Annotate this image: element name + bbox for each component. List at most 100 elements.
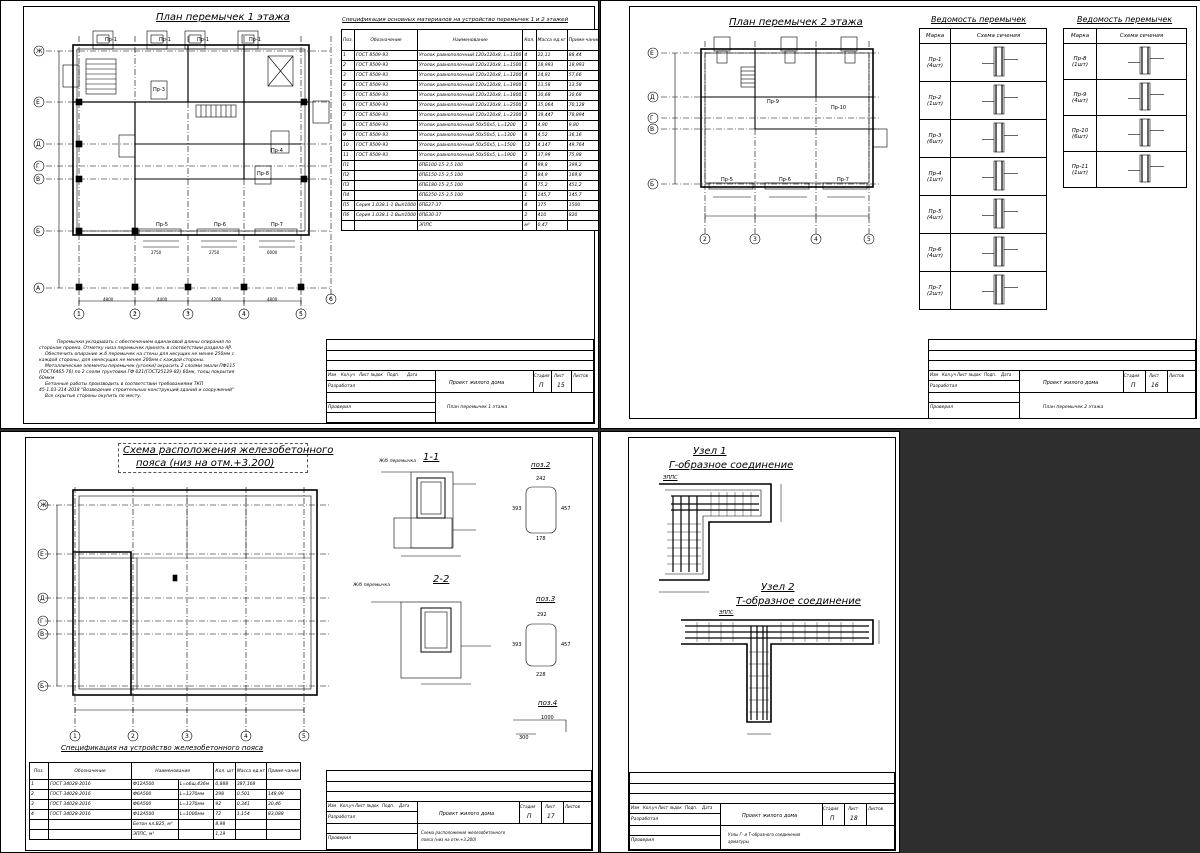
table-cell: 6ПБ27-37 [416, 200, 524, 211]
lintel-count: (4шт) [926, 252, 944, 259]
section-scheme-drawing [982, 198, 1018, 229]
table-cell: 2 [522, 210, 537, 221]
section-scheme-cell [1096, 115, 1187, 152]
table-cell: 0,501 [234, 789, 267, 800]
table-cell: П2 [341, 170, 355, 181]
table-cell: 375 [535, 200, 568, 211]
col-header: Кол. шт [213, 762, 236, 780]
table-cell: 18,993 [566, 60, 598, 71]
axis-label-e: Е [650, 50, 654, 57]
title-block: Изм Кол.уч Лист №док Подп. Дата Разработ… [928, 339, 1196, 419]
lintel-schedule-title-2: Ведомость перемычек [1077, 15, 1173, 24]
lintel-mark-cell: Пр-9(4шт) [1063, 79, 1097, 116]
epps-label: ЭППС [663, 475, 678, 481]
table-cell: 7 [341, 110, 355, 121]
col-header: Схема сечения [1096, 28, 1187, 44]
section-scheme-drawing [1128, 82, 1164, 111]
sheet-4-reinforcement-nodes: Узел 1 Г-образное соединение Узел 2 Т-об… [600, 431, 900, 853]
lintel-mark: Пр-11 [1071, 163, 1089, 170]
sheet-2-lintel-plan-floor-2: План перемычек 2 этажа [600, 0, 1200, 429]
lintel-mark: Пр-7 [928, 284, 942, 291]
table-cell: 2 [522, 110, 537, 121]
table-cell: ГОСТ 34028-2016 [48, 779, 132, 790]
lintel-schedule-table-1: Марка Схема сечения Пр-1(4шт)Пр-2(1шт)Пр… [919, 28, 1047, 310]
table-cell: 9,80 [566, 120, 598, 131]
table-cell: 13,58 [566, 80, 598, 91]
axis-label-2: 2 [703, 236, 707, 243]
table-cell: 4 [29, 809, 49, 820]
stamp-stage: П [1131, 382, 1136, 389]
table-cell: 10 [341, 140, 355, 151]
epps-label: ЭППС [719, 610, 734, 616]
lintel-mark: Пр-6 [928, 246, 942, 253]
table-cell: 298 [213, 789, 236, 800]
axis-label-e: Е [40, 551, 44, 558]
table-cell: 6 [341, 100, 355, 111]
stamp-sheet-name: Схема расположения железобетонного пояса… [421, 830, 506, 842]
plan-title-line-1: Схема расположения железобетонного [123, 445, 334, 456]
section-1-1-title: 1-1 [423, 452, 440, 463]
stamp-sheet-header: Лист [1149, 373, 1160, 378]
table-cell: Ф12А500 [131, 779, 179, 790]
table-cell: 18,993 [535, 60, 568, 71]
stamp-stage-header: Стадия [520, 804, 536, 809]
table-cell: 12 [522, 140, 537, 151]
stamp-col-label: Кол.уч [942, 372, 956, 377]
pos-4-label: поз.4 [538, 699, 558, 707]
table-cell: 84,9 [535, 170, 568, 181]
table-cell: 92 [213, 799, 236, 810]
table-cell: 49,764 [566, 140, 598, 151]
table-cell [177, 819, 215, 830]
node-1-subtitle: Г-образное соединение [669, 460, 794, 471]
table-cell: 3 [341, 70, 355, 81]
table-cell: 13,58 [535, 80, 568, 91]
table-cell: 70,128 [566, 100, 598, 111]
axis-label-d: Д [650, 94, 655, 101]
stamp-col-label: Дата [1001, 372, 1012, 377]
table-cell: 2 [29, 789, 49, 800]
stamp-sheet-name: Узлы Г- и Т-образного соединения арматур… [728, 832, 801, 844]
table-cell: ГОСТ 8509-93 [353, 110, 418, 121]
section-scheme-cell [950, 195, 1047, 234]
note-line: Перемычки укладывать с обеспечением один… [57, 340, 232, 345]
lintel-mark: Пр-2 [928, 94, 942, 101]
lintel-schedule-table-2: Марка Схема сечения Пр-8(1шт)Пр-9(4шт)Пр… [1063, 28, 1187, 188]
table-cell [265, 829, 302, 840]
table-cell: ГОСТ 8509-93 [353, 150, 418, 161]
axis-label-2: 2 [133, 311, 137, 318]
table-cell: L=1000мм [177, 809, 215, 820]
section-scheme-cell [1096, 43, 1187, 80]
table-cell: 1 [522, 60, 537, 71]
axis-label-g: Г [36, 163, 40, 170]
rc-belt-plan-drawing [37, 471, 567, 742]
col-header: Наименование [130, 762, 215, 780]
stamp-col-label: Лист [658, 805, 669, 810]
section-scheme-cell [950, 43, 1047, 82]
lintel-count: (4шт) [926, 214, 944, 221]
pos-dim: 393 [512, 506, 522, 512]
table-cell: 4,90 [535, 120, 568, 131]
table-cell: 1 [29, 779, 49, 790]
table-header-row: Марка Схема сечения [919, 28, 1047, 44]
stamp-checked: Проверил [631, 838, 655, 843]
table-cell: 57,66 [566, 70, 598, 81]
table-cell: Ф6А500 [131, 799, 179, 810]
table-cell: 6ПБ250-15-3,5 100 [416, 190, 524, 201]
lintel-mark: Пр-10 [831, 105, 847, 111]
section-scheme-cell [950, 157, 1047, 196]
lintel-mark-cell: Пр-7(2шт) [919, 271, 951, 310]
schedule-row: Пр-11(1шт) [1063, 151, 1187, 188]
table-cell: 2 [522, 150, 537, 161]
section-scheme-cell [950, 233, 1047, 272]
table-cell: L=1370мм [177, 799, 215, 810]
table-cell [177, 829, 215, 840]
table-cell: Уголок равнополочный 120х120х8, L=1900 [416, 80, 524, 91]
stamp-col-label: Лист [957, 372, 968, 377]
